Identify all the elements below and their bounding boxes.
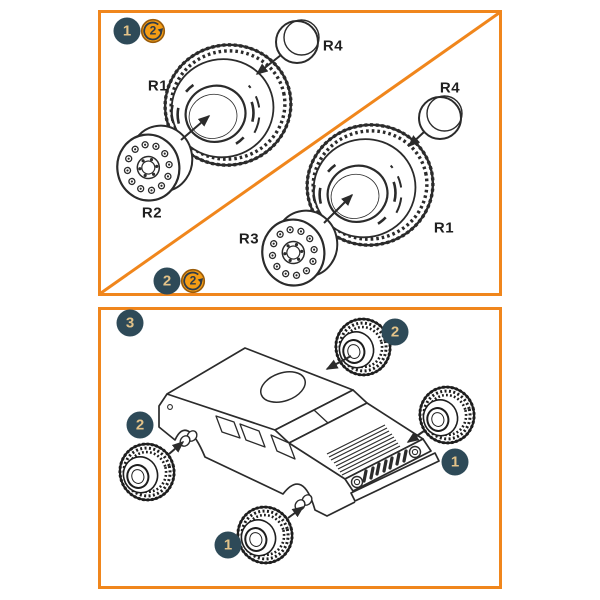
assembly-arrow-icon xyxy=(255,54,282,75)
wheel-callout-badge-rear-left: 2 xyxy=(126,411,154,439)
step-2-badge: 2 xyxy=(153,267,181,295)
assembly-arrow-icon xyxy=(168,441,185,455)
assembly-arrow-icon xyxy=(180,115,211,141)
part-label-r1: R1 xyxy=(433,219,455,237)
part-label-r2: R2 xyxy=(141,204,163,222)
vehicle-assembly-drawing xyxy=(112,311,482,571)
part-label-r3: R3 xyxy=(238,230,260,248)
assembly-arrow-icon xyxy=(323,193,354,224)
assembly-arrow-icon xyxy=(325,355,352,370)
wheel-drawing-front-left xyxy=(230,499,300,571)
step-1-badge: 1 xyxy=(113,17,141,45)
wheel-callout-badge-rear-right: 2 xyxy=(381,318,409,346)
cap-r4-drawing xyxy=(418,95,463,140)
cap-r4-drawing xyxy=(275,19,320,64)
quantity-badge: 2 xyxy=(140,18,166,44)
rotate-quantity-icon xyxy=(180,268,206,294)
assembly-arrow-icon xyxy=(287,506,305,519)
step-divider-line xyxy=(101,13,499,293)
vehicle-body-drawing xyxy=(158,347,440,517)
part-label-r1: R1 xyxy=(147,77,169,95)
assembly-arrow-icon xyxy=(407,131,425,148)
quantity-badge: 2 xyxy=(180,268,206,294)
wheel-callout-badge-front-left: 1 xyxy=(214,531,242,559)
instruction-panel-vehicle-assembly: 3 2 1 1 2 xyxy=(98,307,502,589)
wheel-callout-badge-front-right: 1 xyxy=(441,448,469,476)
rotate-quantity-icon xyxy=(140,18,166,44)
step-3-badge: 3 xyxy=(116,309,144,337)
wheel-drawing-rear-left xyxy=(112,436,182,508)
part-label-r4: R4 xyxy=(322,37,344,55)
part-label-r4: R4 xyxy=(439,79,461,97)
instruction-panel-wheel-assemblies: 1 2 2 2 R1 R2 R4 R4 R1 R3 xyxy=(98,10,502,296)
assembly-arrow-icon xyxy=(406,430,425,443)
wheel-assemblies-drawing xyxy=(101,13,499,293)
